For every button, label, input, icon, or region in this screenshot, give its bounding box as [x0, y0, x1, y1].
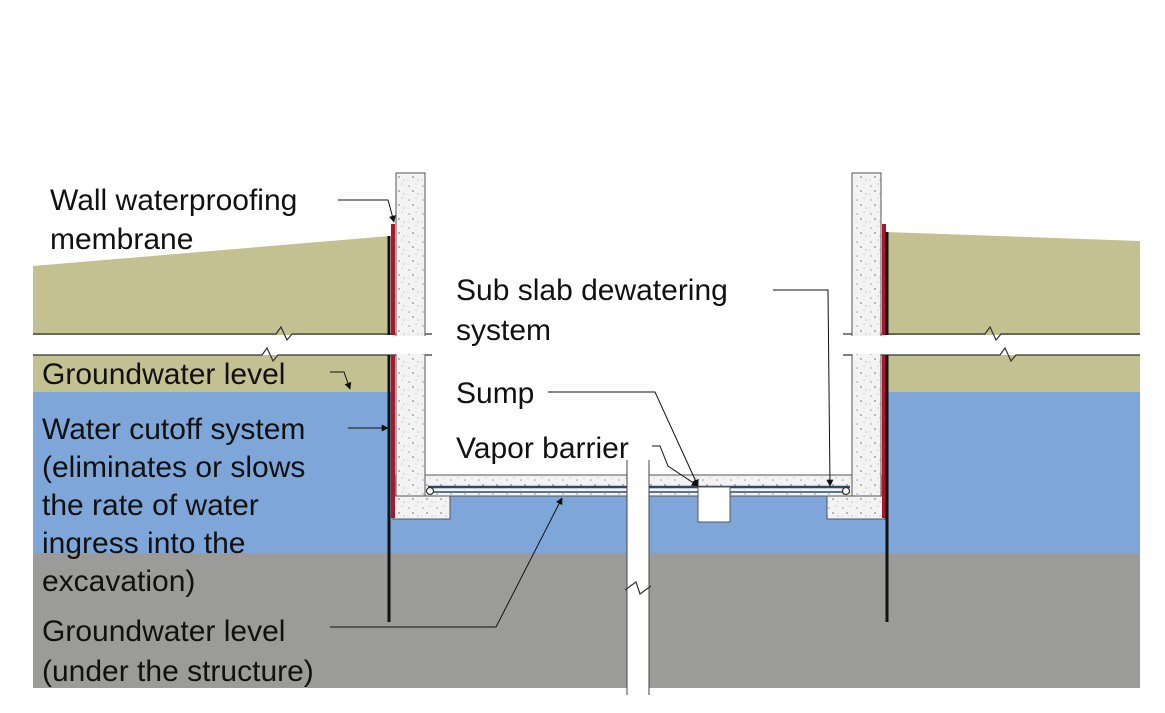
- soil-left-lower: [33, 355, 390, 392]
- standpipe-break: [624, 581, 652, 595]
- sump-pit: [697, 486, 731, 523]
- break-line-left-top: [33, 325, 432, 342]
- wall-left-break: [395, 336, 426, 354]
- wall-left: [395, 172, 426, 497]
- membrane-right-lower: [882, 355, 886, 518]
- label-cutoff-line1: Water cutoff system: [42, 413, 305, 446]
- break-line-right-bottom: [843, 346, 1140, 363]
- break-line-left-bottom: [33, 346, 432, 363]
- label-sump: Sump: [456, 377, 534, 410]
- label-groundwater-under: Groundwater level (under the structure): [42, 615, 314, 688]
- label-cutoff: Water cutoff system (eliminates or slows…: [42, 413, 314, 598]
- leader-sump: [548, 391, 699, 487]
- leader-subslab: [773, 289, 834, 487]
- soil-right-lower: [886, 355, 1140, 392]
- label-cutoff-line5: excavation): [42, 565, 195, 598]
- membrane-left: [391, 224, 395, 335]
- label-wall-membrane-line2: membrane: [50, 223, 193, 256]
- label-groundwater-under-line1: Groundwater level: [42, 615, 285, 648]
- leader-wall-membrane: [338, 199, 396, 223]
- drain-pipe-right: [841, 486, 851, 496]
- label-wall-membrane-line1: Wall waterproofing: [50, 184, 297, 217]
- wall-right-break: [851, 336, 882, 354]
- label-subslab-line1: Sub slab dewatering: [456, 274, 728, 307]
- label-vapor: Vapor barrier: [456, 432, 629, 465]
- label-wall-membrane: Wall waterproofing membrane: [50, 184, 306, 256]
- leader-vapor: [652, 445, 699, 487]
- ground-below-zone: [33, 553, 1140, 688]
- label-groundwater-under-line2: (under the structure): [42, 655, 314, 688]
- standpipe: [627, 460, 649, 695]
- break-line-right-top: [843, 325, 1140, 342]
- drain-pipe-left: [425, 486, 435, 496]
- label-subslab-line2: system: [456, 314, 551, 347]
- wall-right: [851, 172, 882, 497]
- label-groundwater-level: Groundwater level: [42, 358, 285, 391]
- footing-right: [826, 495, 886, 520]
- leader-groundwater-under: [330, 497, 563, 628]
- label-cutoff-line3: the rate of water: [42, 489, 259, 522]
- membrane-left-lower: [391, 355, 395, 518]
- leader-groundwater-level: [330, 371, 352, 390]
- soil-left-upper: [33, 236, 390, 335]
- label-cutoff-line2: (eliminates or slows: [42, 451, 305, 484]
- break-gap-right: [843, 335, 1165, 355]
- membrane-right: [882, 224, 886, 335]
- soil-right-upper: [886, 232, 1140, 335]
- footing-left: [392, 495, 451, 520]
- label-cutoff-line4: ingress into the: [42, 527, 245, 560]
- label-subslab: Sub slab dewatering system: [456, 274, 736, 347]
- break-gap-left: [0, 335, 432, 355]
